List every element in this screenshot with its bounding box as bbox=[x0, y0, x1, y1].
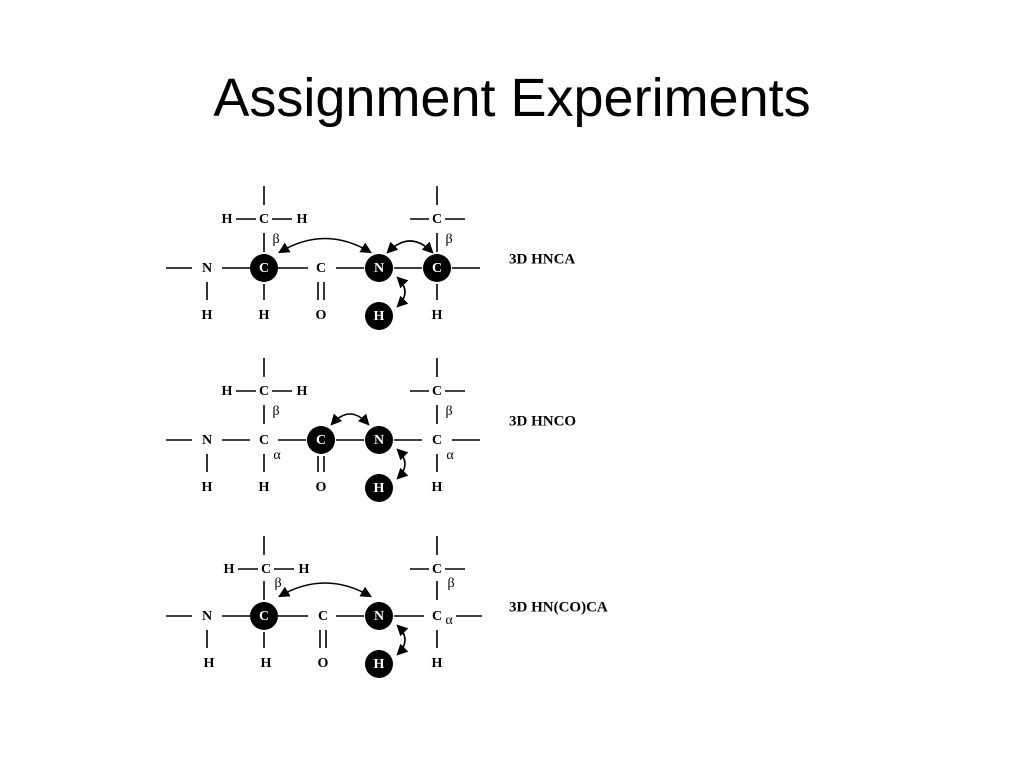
atom-n: N bbox=[202, 609, 212, 624]
hncoca-scheme: N C C N C α H H O H H H C H C β β 3D HN(… bbox=[166, 536, 608, 678]
atom-h: H bbox=[222, 212, 233, 227]
atom-h: H bbox=[224, 562, 235, 577]
atom-n: N bbox=[374, 433, 384, 448]
atom-h: H bbox=[204, 656, 215, 671]
alpha-label: α bbox=[446, 448, 454, 463]
atom-c: C bbox=[259, 261, 269, 276]
atom-h: H bbox=[202, 308, 213, 323]
hnco-n-node bbox=[365, 426, 393, 454]
hnco-h-node bbox=[365, 474, 393, 502]
atom-h: H bbox=[374, 481, 385, 496]
atom-h: H bbox=[259, 480, 270, 495]
hnca-h-node bbox=[365, 302, 393, 330]
beta-label: β bbox=[274, 576, 281, 591]
atom-h: H bbox=[432, 656, 443, 671]
beta-label: β bbox=[445, 232, 452, 247]
hncoca-h-node bbox=[365, 650, 393, 678]
hnca-calpha-next-node bbox=[423, 254, 451, 282]
atom-h: H bbox=[374, 657, 385, 672]
hnca-n-node bbox=[365, 254, 393, 282]
atom-c: C bbox=[432, 562, 442, 577]
atom-c: C bbox=[316, 261, 326, 276]
hncoca-n-node bbox=[365, 602, 393, 630]
hnca-calpha-node bbox=[250, 254, 278, 282]
hnco-co-node bbox=[307, 426, 335, 454]
hnco-scheme: N C C N C H H O H H H C H C β β α α 3D H… bbox=[166, 358, 576, 502]
atom-n: N bbox=[202, 433, 212, 448]
atom-c: C bbox=[261, 562, 271, 577]
atom-c: C bbox=[432, 609, 442, 624]
atom-h: H bbox=[297, 384, 308, 399]
atom-c: C bbox=[318, 609, 328, 624]
hncoca-calpha-node bbox=[250, 602, 278, 630]
atom-h: H bbox=[374, 309, 385, 324]
hnca-label: 3D HNCA bbox=[509, 251, 575, 267]
atom-n: N bbox=[202, 261, 212, 276]
alpha-label: α bbox=[445, 613, 453, 628]
atom-c: C bbox=[432, 212, 442, 227]
beta-label: β bbox=[272, 404, 279, 419]
atom-c: C bbox=[432, 384, 442, 399]
atom-o: O bbox=[316, 308, 327, 323]
atom-c: C bbox=[432, 261, 442, 276]
atom-h: H bbox=[297, 212, 308, 227]
atom-c: C bbox=[316, 433, 326, 448]
alpha-label: α bbox=[273, 448, 281, 463]
hncoca-label: 3D HN(CO)CA bbox=[509, 599, 608, 615]
atom-h: H bbox=[432, 480, 443, 495]
atom-h: H bbox=[261, 656, 272, 671]
atom-c: C bbox=[259, 212, 269, 227]
hnco-label: 3D HNCO bbox=[509, 413, 576, 429]
atom-c: C bbox=[432, 433, 442, 448]
atom-c: C bbox=[259, 384, 269, 399]
atom-c: C bbox=[259, 433, 269, 448]
beta-label: β bbox=[272, 232, 279, 247]
beta-label: β bbox=[445, 404, 452, 419]
atom-h: H bbox=[432, 308, 443, 323]
slide-title: Assignment Experiments bbox=[213, 68, 811, 128]
atom-o: O bbox=[318, 656, 329, 671]
atom-h: H bbox=[299, 562, 310, 577]
atom-n: N bbox=[374, 609, 384, 624]
atom-h: H bbox=[259, 308, 270, 323]
atom-c: C bbox=[259, 609, 269, 624]
atom-o: O bbox=[316, 480, 327, 495]
hnca-scheme: N C C N C H H O H H H C H C β β 3D HNCA bbox=[166, 186, 575, 330]
beta-label: β bbox=[447, 576, 454, 591]
atom-h: H bbox=[202, 480, 213, 495]
atom-n: N bbox=[374, 261, 384, 276]
atom-h: H bbox=[222, 384, 233, 399]
